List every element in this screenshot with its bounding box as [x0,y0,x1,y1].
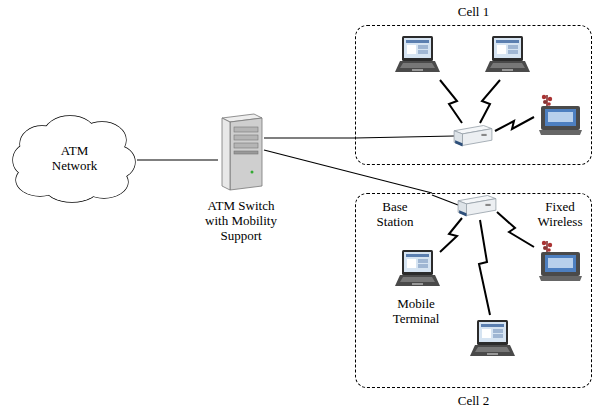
mobile-terminal-icon [470,320,515,356]
cell-heading: Cell 1 [355,2,592,22]
server-icon [222,114,262,190]
mobile-terminal-icon [395,250,440,286]
fixed-wireless-icon [539,95,582,135]
link-line [264,137,355,138]
switch-node: ATM Switch with Mobility Support [218,112,264,192]
wireless-link [440,212,534,315]
wireless-link [440,80,534,131]
label-slot: Fixed Wireless [530,199,590,229]
label-slot: Base Station [368,199,422,229]
cloud-label: ATM Network [45,143,105,173]
fixed-wireless-icon [539,241,582,281]
mobile-terminal-icon [485,36,530,72]
switch-label: ATM Switch with Mobility Support [195,198,287,243]
cell-wire [432,195,458,205]
base-station-icon [454,126,492,147]
link-line [264,150,432,193]
part-label: Base Station [368,199,422,229]
cell-wire [355,136,454,138]
part-label: Mobile Terminal [382,296,450,326]
cell-region: Cell 1 [355,2,592,165]
mobile-terminal-icon [395,36,440,72]
cell-heading: Cell 2 [355,391,592,411]
label-slot: Mobile Terminal [382,296,450,326]
cell-border [355,25,592,165]
base-station-icon [458,196,496,217]
part-label: Fixed Wireless [530,199,590,229]
link-line [137,159,218,160]
network-cloud: ATM Network [12,112,137,204]
